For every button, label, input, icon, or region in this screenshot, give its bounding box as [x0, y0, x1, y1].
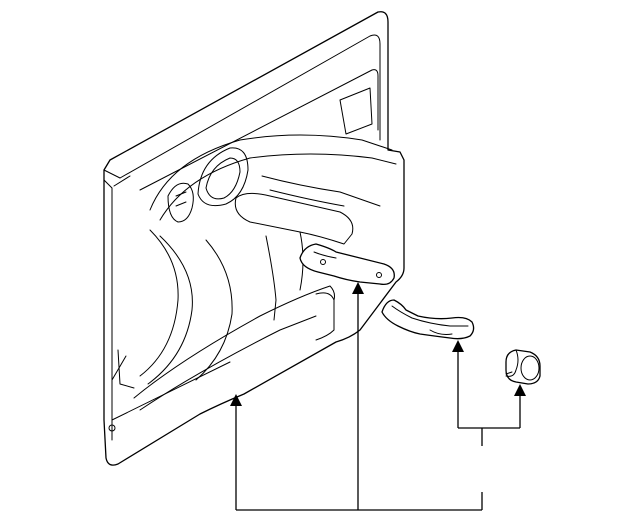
callout-panel-group — [230, 282, 483, 511]
pull-handle-icon — [381, 299, 475, 340]
callout-handle-group — [452, 340, 526, 446]
arrow-handle — [452, 340, 464, 352]
arrow-clip — [514, 384, 526, 396]
arrow-panel — [230, 394, 242, 406]
arrow-bracket — [352, 282, 364, 294]
armrest-bracket-icon — [299, 243, 395, 286]
door-trim-panel-icon — [103, 11, 405, 466]
clip-icon — [505, 349, 541, 385]
